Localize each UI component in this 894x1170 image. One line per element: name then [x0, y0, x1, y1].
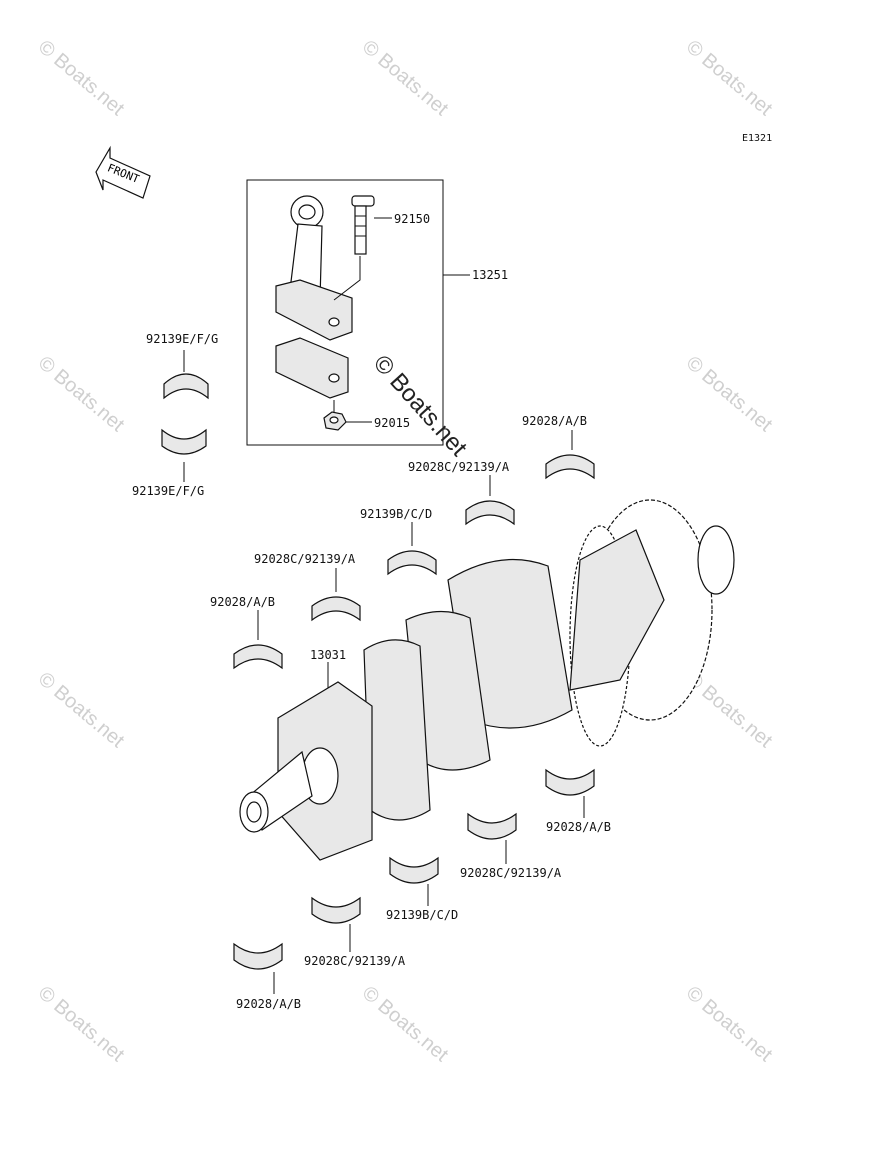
rod-cap-icon [275, 337, 349, 399]
bearing-shell-icon [467, 812, 517, 840]
bearing-shell-icon [233, 942, 283, 970]
connecting-rod-icon [275, 195, 353, 341]
bearing-shell-icon [163, 373, 209, 400]
bolt-icon [351, 195, 375, 255]
bearing-shell-icon [387, 550, 437, 576]
bearing-shell-icon [465, 500, 515, 526]
part-label-92028ab[interactable]: 92028/A/B [522, 414, 588, 428]
part-label-92028ab[interactable]: 92028/A/B [236, 997, 302, 1011]
bearing-shell-icon [545, 454, 595, 480]
nut-icon [323, 411, 347, 431]
part-label-92150[interactable]: 92150 [394, 212, 431, 226]
part-label-92028c-92139a[interactable]: 92028C/92139/A [408, 460, 510, 474]
bearing-shell-icon [233, 644, 283, 670]
part-label-13031[interactable]: 13031 [310, 648, 347, 662]
part-label-92028c-92139a[interactable]: 92028C/92139/A [254, 552, 356, 566]
part-label-92015[interactable]: 92015 [374, 416, 411, 430]
part-label-92028c-92139a[interactable]: 92028C/92139/A [460, 866, 562, 880]
bearing-shell-icon [389, 856, 439, 884]
part-label-92028ab[interactable]: 92028/A/B [546, 820, 612, 834]
part-label-92139bcd[interactable]: 92139B/C/D [360, 507, 433, 521]
part-label-13251[interactable]: 13251 [472, 268, 509, 282]
bearing-shell-icon [161, 428, 207, 455]
part-label-92028ab[interactable]: 92028/A/B [210, 595, 276, 609]
part-label-92139bcd[interactable]: 92139B/C/D [386, 908, 459, 922]
front-arrow-icon: FRONT [95, 145, 151, 199]
part-label-92139efg[interactable]: 92139E/F/G [146, 332, 219, 346]
crankshaft-icon [239, 499, 735, 861]
part-label-92139efg[interactable]: 92139E/F/G [132, 484, 205, 498]
bearing-shell-icon [311, 896, 361, 924]
bearing-shell-icon [545, 768, 595, 796]
diagram-code: E1321 [742, 133, 773, 144]
bearing-shell-icon [311, 596, 361, 622]
part-label-92028c-92139a[interactable]: 92028C/92139/A [304, 954, 406, 968]
con-rod-kit-box [246, 179, 444, 446]
